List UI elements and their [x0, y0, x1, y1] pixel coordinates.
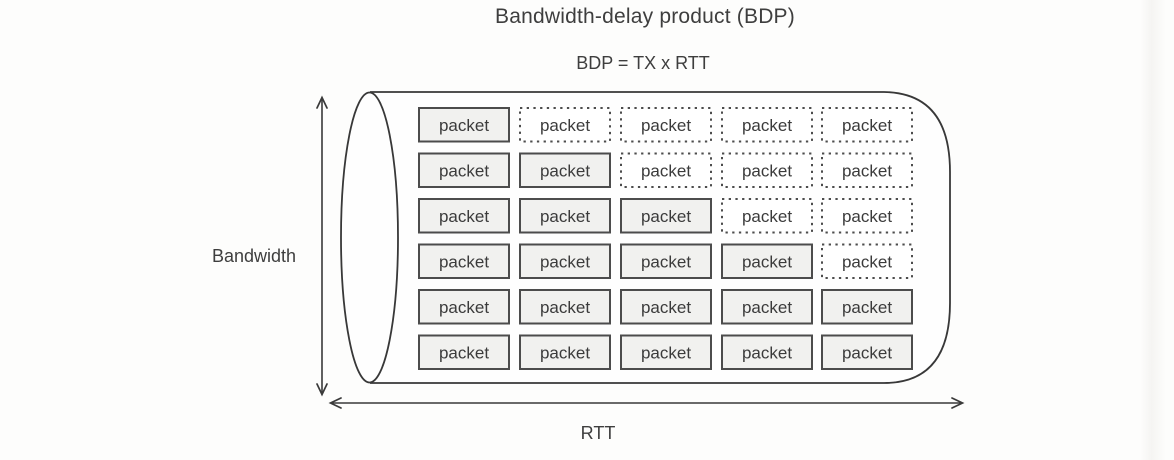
packet-label: packet — [842, 343, 892, 362]
packet-box-dotted — [519, 107, 611, 143]
packet-label: packet — [641, 116, 691, 135]
packet-box-solid — [620, 243, 712, 279]
packet-box-solid — [721, 289, 813, 325]
figure-title: Bandwidth-delay product (BDP) — [495, 5, 795, 28]
packet-label: packet — [641, 298, 691, 317]
packet-box-dotted — [821, 152, 913, 188]
packet-box-dotted — [620, 152, 712, 188]
packet-box-dotted — [821, 107, 913, 143]
packet-label: packet — [641, 161, 691, 180]
packet-box-solid — [721, 334, 813, 370]
packet-label: packet — [439, 116, 489, 135]
packet-label: packet — [842, 207, 892, 226]
packet-box-solid — [821, 334, 913, 370]
packet-label: packet — [439, 298, 489, 317]
packet-label: packet — [742, 207, 792, 226]
packet-label: packet — [742, 161, 792, 180]
packet-box-dotted — [821, 198, 913, 234]
packet-box-solid — [620, 334, 712, 370]
packet-box-solid — [519, 152, 611, 188]
packet-box-dotted — [821, 243, 913, 279]
packet-box-solid — [418, 198, 510, 234]
packet-box-solid — [418, 334, 510, 370]
packet-box-solid — [418, 107, 510, 143]
bandwidth-label: Bandwidth — [212, 246, 297, 266]
packet-label: packet — [540, 116, 590, 135]
packet-label: packet — [540, 161, 590, 180]
packet-label: packet — [540, 298, 590, 317]
packet-label: packet — [842, 252, 892, 271]
packet-label: packet — [742, 298, 792, 317]
packet-label: packet — [540, 207, 590, 226]
packet-grid: packet packet packet packet packet packet pack… — [418, 107, 913, 370]
packet-label: packet — [742, 116, 792, 135]
rtt-label: RTT — [580, 423, 616, 443]
packet-label: packet — [842, 161, 892, 180]
packet-box-solid — [519, 289, 611, 325]
packet-label: packet — [641, 207, 691, 226]
packet-box-solid — [418, 289, 510, 325]
packet-label: packet — [641, 252, 691, 271]
packet-box-solid — [519, 198, 611, 234]
packet-box-dotted — [620, 107, 712, 143]
packet-label: packet — [641, 343, 691, 362]
packet-label: packet — [439, 161, 489, 180]
packet-box-solid — [519, 243, 611, 279]
packet-label: packet — [540, 252, 590, 271]
packet-box-dotted — [721, 107, 813, 143]
packet-label: packet — [742, 343, 792, 362]
packet-label: packet — [439, 252, 489, 271]
packet-box-dotted — [721, 198, 813, 234]
packet-box-solid — [721, 243, 813, 279]
packet-box-solid — [418, 243, 510, 279]
packet-box-solid — [821, 289, 913, 325]
bdp-formula: BDP = TX x RTT — [576, 53, 710, 73]
pipe-left-ellipse — [340, 91, 399, 384]
packet-label: packet — [742, 252, 792, 271]
packet-box-solid — [620, 198, 712, 234]
packet-label: packet — [842, 298, 892, 317]
packet-box-solid — [620, 289, 712, 325]
packet-box-dotted — [721, 152, 813, 188]
packet-label: packet — [540, 343, 590, 362]
packet-box-solid — [519, 334, 611, 370]
packet-box-solid — [418, 152, 510, 188]
packet-label: packet — [439, 343, 489, 362]
packet-label: packet — [842, 116, 892, 135]
packet-label: packet — [439, 207, 489, 226]
